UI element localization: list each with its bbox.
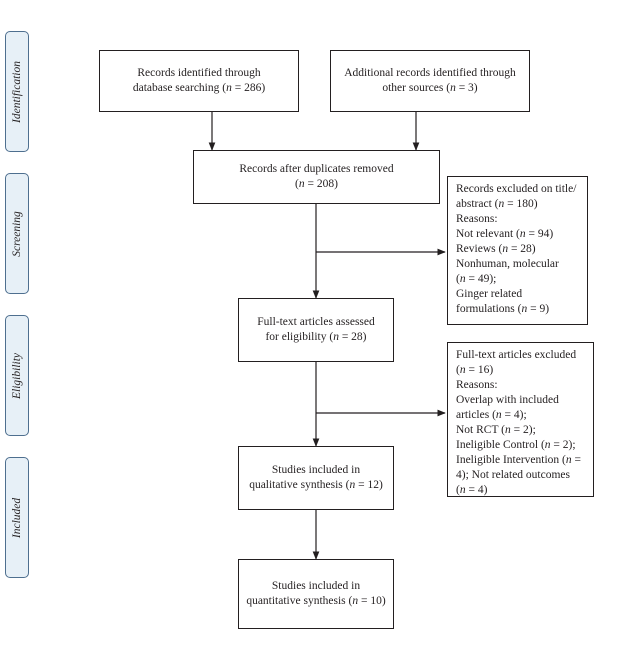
box-line: Ineligible Control (n = 2);: [456, 439, 576, 451]
box-line: Additional records identified through: [344, 67, 516, 79]
box-line: Reasons:: [456, 379, 498, 391]
after-duplicates-box: Records after duplicates removed (n = 20…: [193, 150, 440, 204]
box-line: other sources (n = 3): [382, 82, 478, 94]
box-line: formulations (n = 9): [456, 303, 550, 315]
fulltext-excluded-box: Full-text articles excluded (n = 16) Rea…: [447, 342, 594, 497]
excluded-title-box: Records excluded on title/ abstract (n =…: [447, 176, 588, 325]
box-line: 4); Not related outcomes: [456, 469, 571, 481]
box-line: Ineligible Intervention (n =: [456, 454, 581, 466]
box-line: Studies included in: [271, 464, 361, 476]
stage-box: Included: [5, 457, 29, 578]
box-line: (n = 16): [456, 364, 494, 376]
box-line: Reasons:: [456, 213, 498, 225]
box-line: Not RCT (n = 2);: [456, 424, 536, 436]
box-line: database searching (n = 286): [132, 82, 266, 94]
qualitative-synthesis-box: Studies included in qualitative synthesi…: [238, 446, 394, 510]
box-line: Overlap with included: [456, 394, 559, 406]
box-line: Records excluded on title/: [456, 183, 577, 195]
stage-box: Eligibility: [5, 315, 29, 436]
box-line: Full-text articles assessed: [257, 316, 375, 328]
box-line: (n = 49);: [456, 273, 497, 285]
box-line: Full-text articles excluded: [456, 349, 577, 361]
box-line: (n = 208): [295, 178, 338, 190]
box-line: articles (n = 4);: [456, 409, 527, 421]
stage-label: Eligibility: [11, 352, 23, 399]
stage-label: Included: [11, 497, 23, 538]
box-line: Not relevant (n = 94): [456, 228, 554, 240]
stage-box: Identification: [5, 31, 29, 152]
quantitative-synthesis-box: Studies included in quantitative synthes…: [238, 559, 394, 629]
box-line: Records after duplicates removed: [239, 163, 394, 175]
box-line: Ginger related: [456, 288, 523, 300]
box-line: quantitative synthesis (n = 10): [246, 595, 386, 607]
box-line: Reviews (n = 28): [456, 243, 536, 255]
box-line: Records identified through: [137, 67, 261, 79]
box-line: Studies included in: [271, 580, 361, 592]
stage-label: Identification: [11, 60, 23, 123]
database-search-box: Records identified through database sear…: [99, 50, 299, 112]
stage-label: Screening: [11, 210, 23, 257]
fulltext-assessed-box: Full-text articles assessed for eligibil…: [238, 298, 394, 362]
box-line: abstract (n = 180): [456, 198, 538, 210]
box-line: qualitative synthesis (n = 12): [249, 479, 383, 491]
box-line: for eligibility (n = 28): [265, 331, 367, 343]
box-line: Nonhuman, molecular: [456, 258, 559, 270]
box-line: (n = 4): [456, 484, 488, 496]
stage-box: Screening: [5, 173, 29, 294]
other-sources-box: Additional records identified through ot…: [330, 50, 530, 112]
